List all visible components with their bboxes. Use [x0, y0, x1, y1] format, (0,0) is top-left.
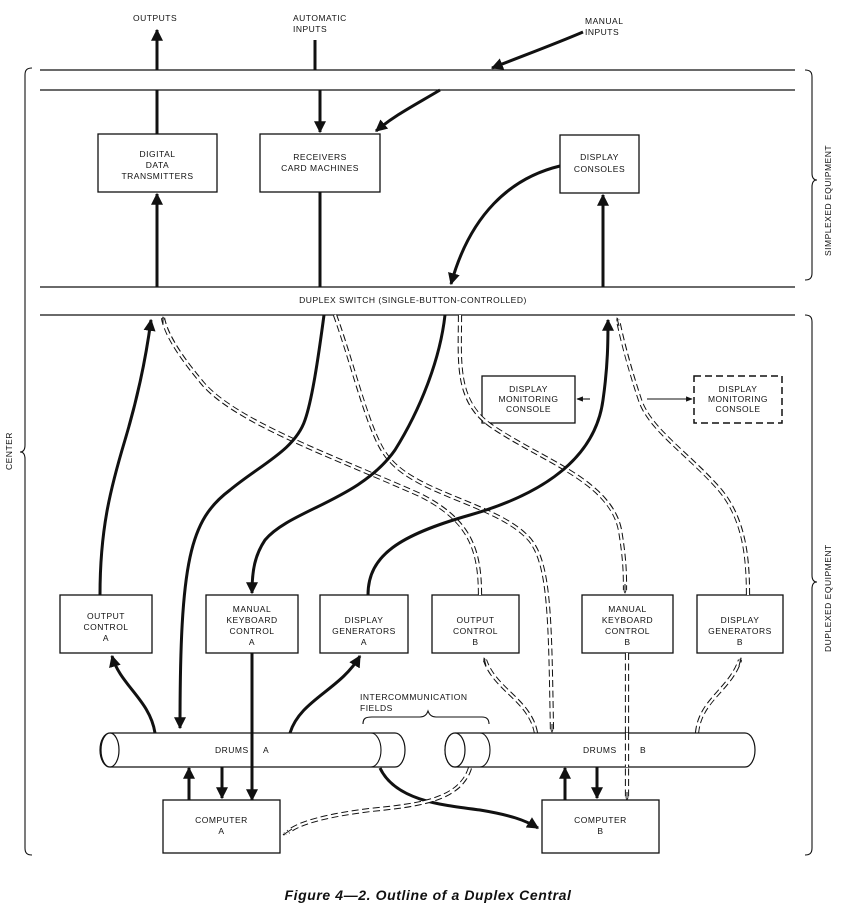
automatic-inputs-label-2: INPUTS — [293, 24, 327, 34]
svg-text:COMPUTER: COMPUTER — [195, 815, 248, 825]
manual-to-receivers-arrow — [375, 88, 441, 133]
svg-text:DISPLAY: DISPLAY — [345, 615, 384, 625]
drums-b-suffix: B — [640, 745, 646, 755]
output-control-b-box: OUTPUT CONTROL B — [431, 594, 520, 654]
svg-text:CONTROL: CONTROL — [229, 626, 274, 636]
svg-text:A: A — [249, 637, 255, 647]
svg-text:DATA: DATA — [146, 160, 169, 170]
svg-text:DUPLEXED EQUIPMENT: DUPLEXED EQUIPMENT — [823, 544, 833, 652]
drums-a-suffix: A — [263, 745, 269, 755]
standby-routes — [160, 314, 751, 733]
automatic-inputs-label-1: AUTOMATIC — [293, 13, 347, 23]
manual-inputs-label-2: INPUTS — [585, 27, 619, 37]
svg-text:DIGITAL: DIGITAL — [140, 149, 176, 159]
svg-text:A: A — [361, 637, 367, 647]
display-generators-a-box: DISPLAY GENERATORS A — [319, 594, 409, 654]
display-monitoring-console-active: DISPLAY MONITORING CONSOLE — [481, 375, 576, 424]
consoles-to-switch-arrow — [448, 164, 561, 286]
input-bus — [40, 69, 795, 91]
drums-a-label: DRUMS — [215, 745, 249, 755]
computer-b-box: COMPUTER B — [541, 799, 660, 854]
svg-text:CONTROL: CONTROL — [453, 626, 498, 636]
svg-text:GENERATORS: GENERATORS — [332, 626, 396, 636]
svg-text:CONSOLES: CONSOLES — [574, 164, 625, 174]
intercommunication-label-2: FIELDS — [360, 703, 393, 713]
svg-text:TRANSMITTERS: TRANSMITTERS — [121, 171, 193, 181]
svg-text:CARD MACHINES: CARD MACHINES — [281, 163, 359, 173]
manual-keyboard-control-a-box: MANUAL KEYBOARD CONTROL A — [205, 594, 299, 654]
active-routes — [98, 314, 614, 730]
svg-text:OUTPUT: OUTPUT — [87, 611, 125, 621]
svg-text:B: B — [624, 637, 630, 647]
svg-text:MANUAL: MANUAL — [608, 604, 646, 614]
svg-text:RECEIVERS: RECEIVERS — [293, 152, 347, 162]
digital-data-transmitters-box: DIGITAL DATA TRANSMITTERS — [97, 133, 218, 193]
receivers-card-machines-box: RECEIVERS CARD MACHINES — [259, 133, 381, 193]
svg-text:OUTPUT: OUTPUT — [457, 615, 495, 625]
intercommunication-brace — [362, 709, 490, 725]
svg-text:CONTROL: CONTROL — [605, 626, 650, 636]
drums-a-to-output-control-a — [109, 654, 157, 734]
duplex-switch-label: DUPLEX SWITCH (SINGLE-BUTTON-CONTROLLED) — [299, 295, 527, 305]
svg-text:SIMPLEXED EQUIPMENT: SIMPLEXED EQUIPMENT — [823, 145, 833, 256]
svg-text:DISPLAY: DISPLAY — [721, 615, 760, 625]
drums-b-label: DRUMS — [583, 745, 617, 755]
svg-text:A: A — [103, 633, 109, 643]
display-consoles-box: DISPLAY CONSOLES — [559, 134, 640, 194]
center-bracket: CENTER — [4, 67, 33, 856]
drums-b: DRUMS B — [444, 732, 756, 768]
svg-text:CONTROL: CONTROL — [83, 622, 128, 632]
svg-text:DISPLAY: DISPLAY — [580, 152, 619, 162]
svg-text:A: A — [218, 826, 224, 836]
svg-text:CENTER: CENTER — [4, 432, 14, 470]
intercommunication-label-1: INTERCOMMUNICATION — [360, 692, 468, 702]
drums-b-to-computer-a — [286, 767, 473, 834]
svg-text:DISPLAY: DISPLAY — [509, 384, 548, 394]
svg-text:B: B — [472, 637, 478, 647]
duplex-switch — [40, 286, 795, 316]
svg-text:KEYBOARD: KEYBOARD — [226, 615, 277, 625]
drums-b-to-display-gen-b — [694, 659, 742, 734]
svg-text:COMPUTER: COMPUTER — [574, 815, 627, 825]
svg-text:GENERATORS: GENERATORS — [708, 626, 772, 636]
manual-inputs-label-1: MANUAL — [585, 16, 623, 26]
figure-caption: Figure 4—2. Outline of a Duplex Central — [284, 887, 572, 903]
drums-a-to-display-gen-a — [288, 654, 362, 734]
svg-text:CONSOLE: CONSOLE — [506, 404, 551, 414]
output-control-a-box: OUTPUT CONTROL A — [59, 594, 153, 654]
outputs-label: OUTPUTS — [133, 13, 177, 23]
svg-text:B: B — [597, 826, 603, 836]
svg-text:KEYBOARD: KEYBOARD — [602, 615, 653, 625]
svg-text:MANUAL: MANUAL — [233, 604, 271, 614]
manual-inputs-arrow — [490, 30, 584, 70]
svg-text:CONSOLE: CONSOLE — [715, 404, 760, 414]
computer-a-box: COMPUTER A — [162, 799, 281, 854]
manual-keyboard-control-b-box: MANUAL KEYBOARD CONTROL B — [581, 594, 674, 654]
duplexed-bracket: DUPLEXED EQUIPMENT — [804, 314, 833, 856]
svg-text:MONITORING: MONITORING — [498, 394, 558, 404]
simplexed-bracket: SIMPLEXED EQUIPMENT — [804, 69, 833, 281]
svg-text:B: B — [737, 637, 743, 647]
svg-text:MONITORING: MONITORING — [708, 394, 768, 404]
standby-arrow-up-right — [617, 318, 620, 327]
display-generators-b-box: DISPLAY GENERATORS B — [696, 594, 784, 654]
drums-b-to-output-control-b — [483, 659, 539, 734]
drums-a-to-computer-b-arrow — [378, 767, 540, 830]
svg-text:DISPLAY: DISPLAY — [719, 384, 758, 394]
display-monitoring-console-standby: DISPLAY MONITORING CONSOLE — [693, 375, 783, 424]
